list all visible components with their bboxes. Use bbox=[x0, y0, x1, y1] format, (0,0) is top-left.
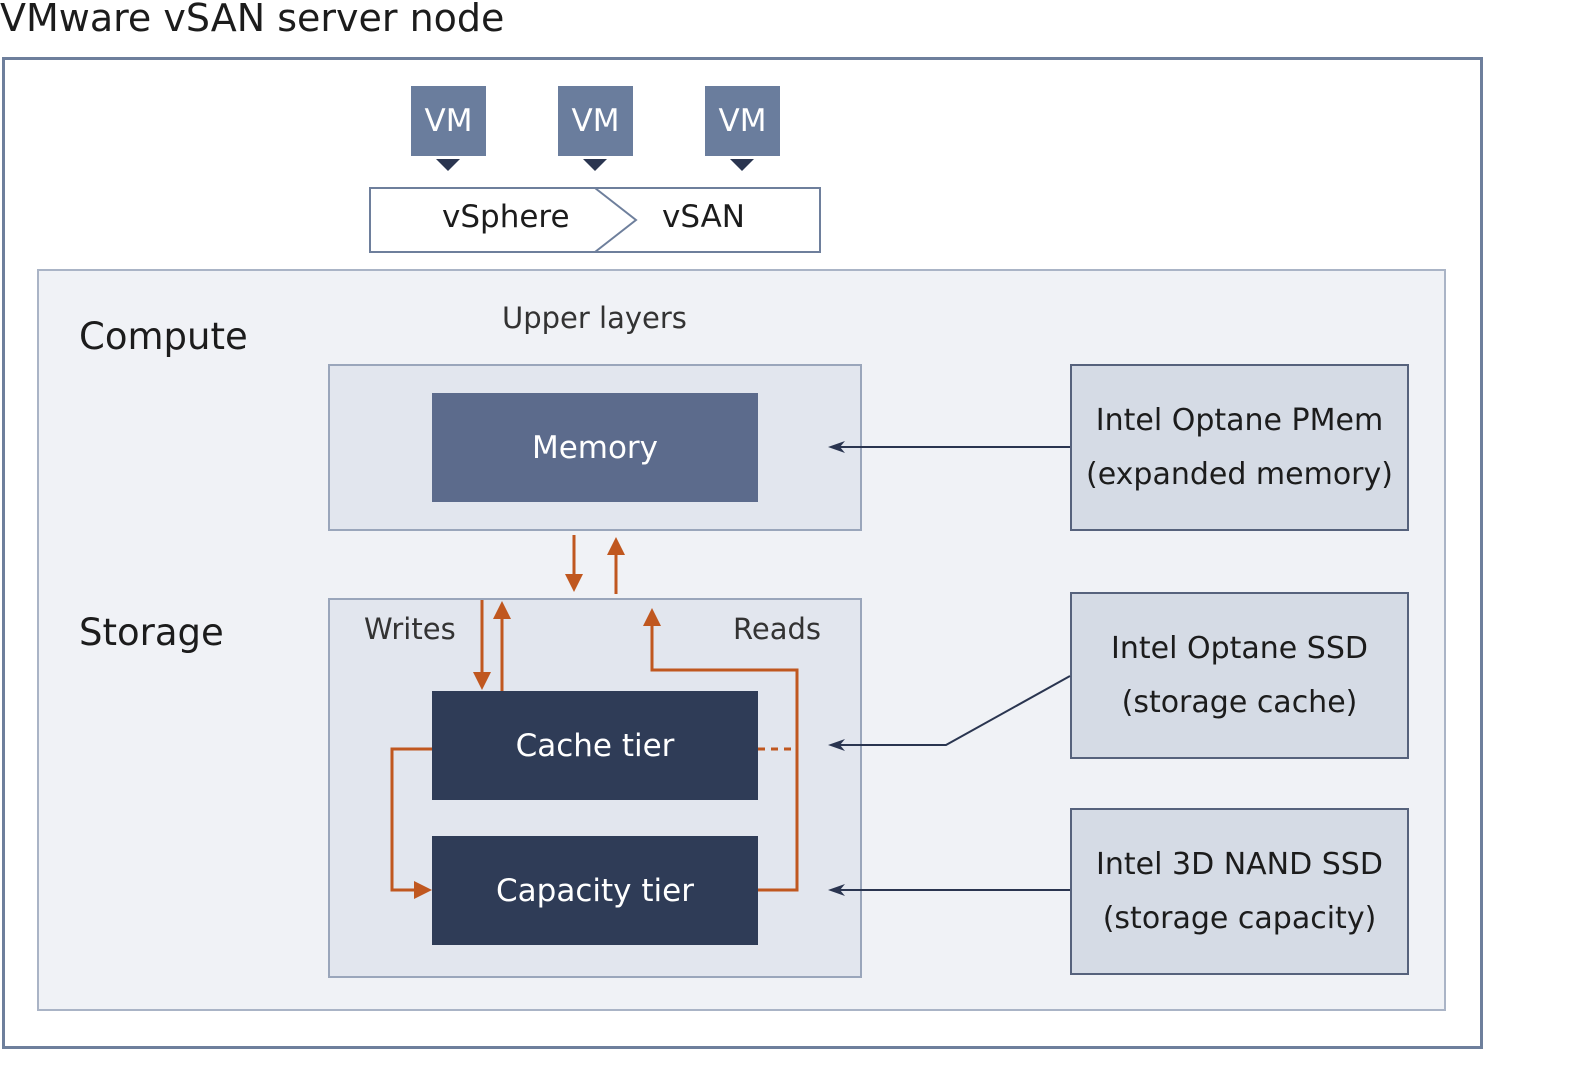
diagram-title: VMware vSAN server node bbox=[0, 0, 505, 40]
reads-label: Reads bbox=[733, 612, 821, 646]
nand-ssd-role: (storage capacity) bbox=[1102, 900, 1377, 936]
hypervisor-chevron bbox=[594, 187, 638, 253]
intel-nand-ssd-box: Intel 3D NAND SSD (storage capacity) bbox=[1070, 808, 1409, 975]
optane-ssd-name: Intel Optane SSD bbox=[1111, 630, 1368, 666]
writes-down-arrowhead-icon bbox=[473, 672, 491, 690]
cache-tier-block: Cache tier bbox=[432, 691, 758, 800]
writes-up-arrowhead-icon bbox=[493, 601, 511, 619]
vsphere-label: vSphere bbox=[442, 199, 570, 235]
vm-box-2: VM bbox=[558, 86, 633, 156]
destage-arrowhead-icon bbox=[414, 881, 432, 899]
optane-ssd-connector-line bbox=[836, 675, 1071, 746]
memory-block: Memory bbox=[432, 393, 758, 502]
reads-path-line bbox=[650, 624, 799, 892]
reads-arrowhead-icon bbox=[643, 608, 661, 626]
vm-box-3: VM bbox=[705, 86, 780, 156]
optane-ssd-role: (storage cache) bbox=[1121, 684, 1358, 720]
storage-to-memory-arrowhead-icon bbox=[607, 537, 625, 555]
vm-2-down-arrow-icon bbox=[583, 159, 607, 171]
vm-3-down-arrow-icon bbox=[730, 159, 754, 171]
pmem-role: (expanded memory) bbox=[1086, 456, 1393, 492]
nand-ssd-connector-arrowhead-icon bbox=[828, 884, 845, 896]
intel-optane-ssd-box: Intel Optane SSD (storage cache) bbox=[1070, 592, 1409, 759]
vsan-label: vSAN bbox=[662, 199, 745, 235]
optane-ssd-connector-arrowhead-icon bbox=[828, 739, 845, 751]
destage-arrow-line bbox=[390, 747, 432, 892]
pmem-name: Intel Optane PMem bbox=[1095, 402, 1384, 438]
writes-label: Writes bbox=[364, 612, 456, 646]
storage-label: Storage bbox=[79, 611, 224, 654]
vm-box-1: VM bbox=[411, 86, 486, 156]
compute-label: Compute bbox=[79, 315, 248, 358]
capacity-tier-block: Capacity tier bbox=[432, 836, 758, 945]
upper-layers-label: Upper layers bbox=[502, 301, 687, 335]
memory-to-storage-arrowhead-icon bbox=[565, 574, 583, 592]
pmem-connector-arrowhead-icon bbox=[828, 441, 845, 453]
intel-optane-pmem-box: Intel Optane PMem (expanded memory) bbox=[1070, 364, 1409, 531]
nand-ssd-name: Intel 3D NAND SSD bbox=[1096, 846, 1383, 882]
server-node-frame bbox=[2, 57, 1483, 1049]
vm-1-down-arrow-icon bbox=[436, 159, 460, 171]
